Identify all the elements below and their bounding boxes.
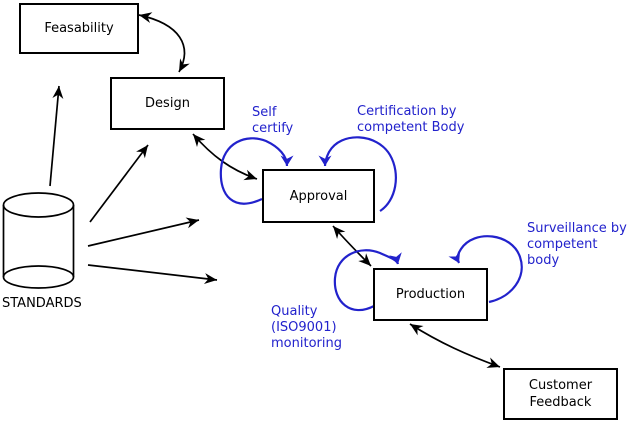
surveillance-loop: [448, 235, 523, 304]
standards-label: STANDARDS: [2, 296, 82, 311]
arrow-production-customer-feedback: [409, 323, 501, 368]
annotation-self-certify: Self certify: [252, 105, 294, 136]
process-box-design: Design: [110, 77, 225, 130]
arrow-standards-to-production: [87, 264, 218, 285]
arrow-standards-to-feasability: [49, 85, 64, 187]
approval-label: Approval: [289, 188, 348, 204]
feasability-label: Feasability: [44, 21, 114, 36]
certification-loop: [318, 136, 397, 212]
arrow-feasability-design: [138, 12, 190, 73]
production-label: Production: [395, 287, 466, 302]
customer-feedback-label: Customer Feedback: [528, 378, 593, 410]
arrow-standards-to-design: [89, 144, 149, 223]
design-label: Design: [145, 96, 190, 111]
self-certify-loop: [219, 137, 294, 205]
standards-cylinder-icon: [2, 192, 75, 289]
annotation-quality-iso9001-monitoring: Quality (ISO9001) monitoring: [271, 304, 342, 351]
process-box-production: Production: [373, 268, 488, 321]
annotation-certification-by-competent-body: Certification by competent Body: [357, 104, 465, 135]
annotation-surveillance-by-competent-body: Surveillance by competent body: [527, 221, 627, 268]
process-box-feasability: Feasability: [19, 3, 139, 54]
arrow-approval-production: [332, 225, 372, 267]
quality-loop: [333, 249, 402, 312]
process-box-customer-feedback: Customer Feedback: [503, 368, 618, 420]
arrow-standards-to-approval: [87, 217, 200, 247]
process-box-approval: Approval: [262, 169, 375, 223]
